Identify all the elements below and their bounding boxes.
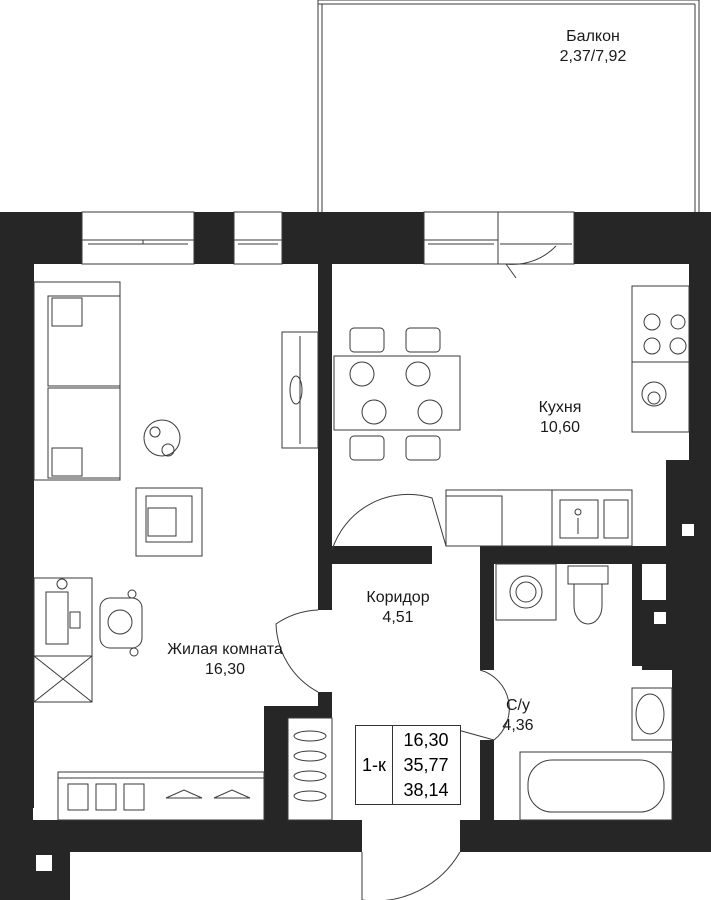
corridor-label: Коридор 4,51	[348, 588, 448, 628]
balcony-outline	[317, 0, 700, 212]
balcony-door	[497, 211, 575, 279]
walls	[0, 212, 711, 900]
total-with-balcony-value: 38,14	[403, 780, 449, 800]
living-area-value: 16,30	[403, 730, 449, 750]
apartment-type: 1-к	[356, 726, 393, 804]
total-area-value: 35,77	[403, 755, 449, 775]
corridor-area: 4,51	[382, 609, 414, 626]
balcony-label: Балкон 2,37/7,92	[533, 27, 653, 67]
armchair	[135, 487, 203, 557]
window-kitchen	[423, 211, 499, 265]
bathroom-area: 4,36	[502, 717, 534, 734]
bathroom-door	[457, 669, 510, 741]
area-values: 16,30 35,77 38,14	[393, 728, 459, 803]
kitchen-counter	[445, 489, 633, 547]
bathroom-name: С/у	[506, 697, 530, 714]
shoe-rack	[287, 717, 333, 821]
corridor-name: Коридор	[366, 589, 430, 606]
sofa	[33, 281, 121, 481]
window-living-2	[233, 211, 283, 265]
corridor-door-living	[275, 609, 319, 693]
window-living-1	[81, 211, 195, 265]
bathroom-label: С/у 4,36	[488, 696, 548, 736]
desk	[33, 577, 93, 703]
kitchen-name: Кухня	[538, 399, 582, 416]
stove	[631, 285, 690, 433]
tv-unit	[281, 331, 319, 449]
bathtub	[519, 751, 673, 821]
living-room-name: Жилая комната	[167, 641, 283, 658]
toilet	[567, 565, 609, 625]
dining-table	[333, 327, 461, 461]
corridor-door-kitchen	[331, 493, 447, 551]
wall-notches	[33, 524, 694, 871]
entrance-door	[361, 851, 461, 900]
living-room-label: Жилая комната 16,30	[150, 640, 300, 680]
desk-chair	[99, 589, 143, 657]
bathroom-sink	[631, 687, 673, 741]
wardrobe	[57, 771, 265, 821]
kitchen-label: Кухня 10,60	[510, 398, 610, 438]
kitchen-area: 10,60	[539, 419, 581, 436]
living-room-area: 16,30	[204, 661, 246, 678]
coffee-table	[143, 419, 181, 457]
washing-machine	[495, 563, 557, 621]
area-summary-box: 1-к 16,30 35,77 38,14	[355, 725, 461, 805]
balcony-area: 2,37/7,92	[559, 48, 627, 65]
balcony-name: Балкон	[566, 28, 620, 45]
